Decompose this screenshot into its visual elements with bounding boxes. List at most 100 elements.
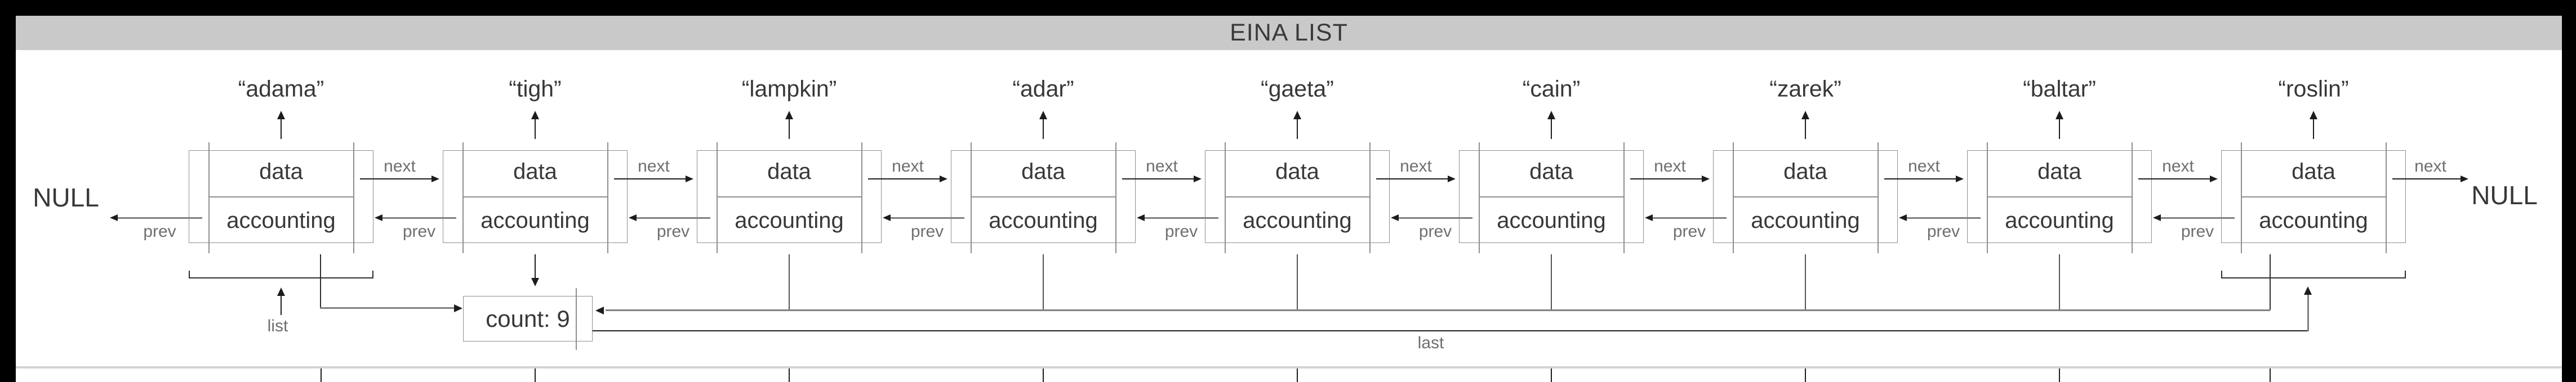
bottom-tick xyxy=(789,368,790,382)
next-label: next xyxy=(1400,157,1432,176)
first-node-count-line-h xyxy=(320,307,454,309)
node-cell-divider xyxy=(209,196,353,197)
node-name-label: “adar” xyxy=(1012,75,1074,102)
accounting-cell-label: accounting xyxy=(226,208,336,233)
name-arrow-line xyxy=(1043,119,1044,139)
arrow-right-icon xyxy=(1194,175,1202,182)
prev-arrow-line xyxy=(117,217,202,219)
node-name-label: “lampkin” xyxy=(741,75,837,102)
node-outer-box xyxy=(443,150,628,243)
prev-arrow-line xyxy=(1144,217,1218,219)
data-cell-label: data xyxy=(767,159,811,184)
node-cell-divider xyxy=(2241,196,2386,197)
null-label-left: NULL xyxy=(33,183,99,212)
second-node-count-line xyxy=(535,254,536,278)
prev-label: prev xyxy=(1418,222,1452,241)
prev-label: prev xyxy=(910,222,944,241)
name-arrow-line xyxy=(1551,119,1552,139)
node-pointer-cell-line-right xyxy=(861,142,862,253)
data-cell-label: data xyxy=(513,159,557,184)
node-cell-divider xyxy=(717,196,861,197)
next-arrow-line xyxy=(2392,178,2461,179)
node-outer-box xyxy=(1713,150,1898,243)
node-pointer-cell-line-right xyxy=(1369,142,1371,253)
prev-label: prev xyxy=(2181,222,2214,241)
node-bracket-tick xyxy=(2221,271,2222,278)
arrow-left-icon xyxy=(375,214,382,221)
next-arrow-line xyxy=(360,178,432,179)
next-arrow-line xyxy=(614,178,686,179)
arrow-left-icon xyxy=(2153,214,2161,221)
prev-arrow-line xyxy=(382,217,456,219)
prev-arrow-line xyxy=(1652,217,1727,219)
node-name-label: “zarek” xyxy=(1769,75,1841,102)
prev-label: prev xyxy=(1927,222,1960,241)
border-top xyxy=(0,0,2576,16)
bottom-tick xyxy=(1805,368,1806,382)
arrow-up-icon xyxy=(1801,111,1809,119)
node-count-drop-line xyxy=(2059,254,2060,310)
node-count-drop-line xyxy=(789,254,790,310)
arrow-up-icon xyxy=(2056,111,2063,119)
title-label: EINA LIST xyxy=(1230,19,1348,46)
prev-label: prev xyxy=(1164,222,1198,241)
node-pointer-cell-line-left xyxy=(462,142,464,253)
bottom-tick xyxy=(1297,368,1298,382)
data-cell-label: data xyxy=(1783,159,1827,184)
node-bracket-tick xyxy=(189,271,190,278)
node-name-label: “baltar” xyxy=(2023,75,2096,102)
name-arrow-line xyxy=(1805,119,1806,139)
prev-arrow-line xyxy=(1906,217,1981,219)
arrow-right-icon xyxy=(2461,175,2468,182)
prev-label: prev xyxy=(402,222,436,241)
arrow-right-icon xyxy=(686,175,693,182)
next-arrow-line xyxy=(1122,178,1194,179)
arrow-right-icon xyxy=(2210,175,2218,182)
node-bracket-tick xyxy=(2405,271,2406,278)
node-pointer-cell-line-left xyxy=(1987,142,1988,253)
name-arrow-line xyxy=(2059,119,2060,139)
arrow-up-icon xyxy=(1039,111,1047,119)
first-node-count-line-v xyxy=(320,254,321,308)
node-bracket xyxy=(2221,277,2406,278)
next-label: next xyxy=(638,157,670,176)
node-name-label: “gaeta” xyxy=(1261,75,1334,102)
accounting-collector-line xyxy=(606,309,2270,311)
arrow-up-icon xyxy=(2304,286,2312,295)
node-pointer-cell-line-right xyxy=(1878,142,1879,253)
node-pointer-cell-line-right xyxy=(607,142,608,253)
arrow-down-icon xyxy=(531,278,539,286)
node-pointer-cell-line-left xyxy=(1479,142,1480,253)
node-pointer-cell-line-left xyxy=(2241,142,2242,253)
bottom-tick xyxy=(1551,368,1552,382)
prev-label: prev xyxy=(143,222,176,241)
next-label: next xyxy=(1908,157,1940,176)
border-left xyxy=(0,0,16,382)
arrow-left-icon xyxy=(1899,214,1907,221)
prev-arrow-line xyxy=(2160,217,2235,219)
data-cell-label: data xyxy=(1275,159,1319,184)
prev-arrow-line xyxy=(890,217,964,219)
node-outer-box xyxy=(1967,150,2152,243)
node-outer-box xyxy=(2221,150,2406,243)
arrow-up-icon xyxy=(1547,111,1555,119)
node-name-label: “roslin” xyxy=(2278,75,2349,102)
last-pointer-line-v xyxy=(2307,295,2309,331)
arrow-right-icon xyxy=(1448,175,1456,182)
bottom-tick xyxy=(1043,368,1044,382)
accounting-cell-label: accounting xyxy=(1497,208,1606,233)
accounting-cell-label: accounting xyxy=(2259,208,2368,233)
accounting-cell-label: accounting xyxy=(1243,208,1352,233)
arrow-up-icon xyxy=(531,111,539,119)
next-label: next xyxy=(384,157,416,176)
prev-arrow-line xyxy=(1398,217,1472,219)
node-pointer-cell-line-right xyxy=(2386,142,2387,253)
name-arrow-line xyxy=(1297,119,1298,139)
node-pointer-cell-line-left xyxy=(1225,142,1226,253)
next-label: next xyxy=(1146,157,1178,176)
node-cell-divider xyxy=(1987,196,2132,197)
arrow-left-icon xyxy=(110,214,118,221)
accounting-cell-label: accounting xyxy=(735,208,844,233)
accounting-cell-label: accounting xyxy=(2005,208,2114,233)
bottom-tick xyxy=(321,368,322,382)
